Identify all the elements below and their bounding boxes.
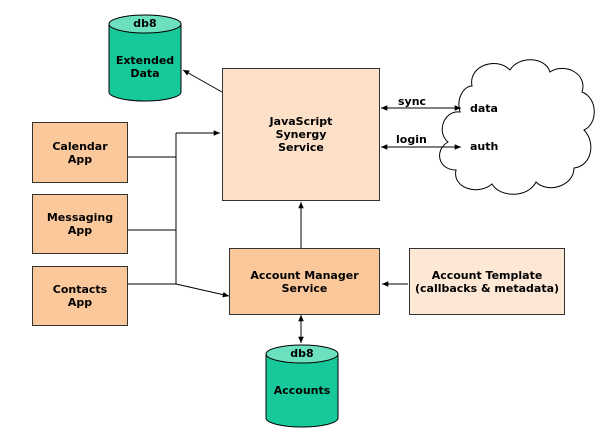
synergy-service-box: JavaScript Synergy Service bbox=[222, 68, 380, 201]
edge-label-login: login bbox=[396, 133, 427, 146]
calendar-app-box: Calendar App bbox=[32, 122, 128, 183]
edge-apps-to-account-manager bbox=[175, 283, 230, 298]
account-template-box: Account Template (callbacks & metadata) bbox=[409, 248, 565, 315]
contacts-app-box: Contacts App bbox=[32, 266, 128, 326]
extended-data-db-label: Extended Data bbox=[115, 54, 175, 80]
accounts-db-tag: db8 bbox=[290, 347, 314, 360]
extended-data-db-tag: db8 bbox=[133, 17, 157, 30]
cloud-label-auth: auth bbox=[470, 140, 499, 153]
apps-bus bbox=[128, 133, 177, 285]
cloud-label-data: data bbox=[470, 102, 498, 115]
edge-synergy-to-extended-data bbox=[182, 69, 223, 93]
cloud-shape bbox=[439, 59, 595, 195]
extended-data-db-shape bbox=[108, 14, 182, 102]
edge-label-sync: sync bbox=[398, 95, 427, 108]
account-manager-box: Account Manager Service bbox=[229, 248, 380, 315]
messaging-app-box: Messaging App bbox=[32, 194, 128, 254]
accounts-db-shape bbox=[265, 344, 339, 428]
accounts-db-label: Accounts bbox=[273, 384, 331, 397]
